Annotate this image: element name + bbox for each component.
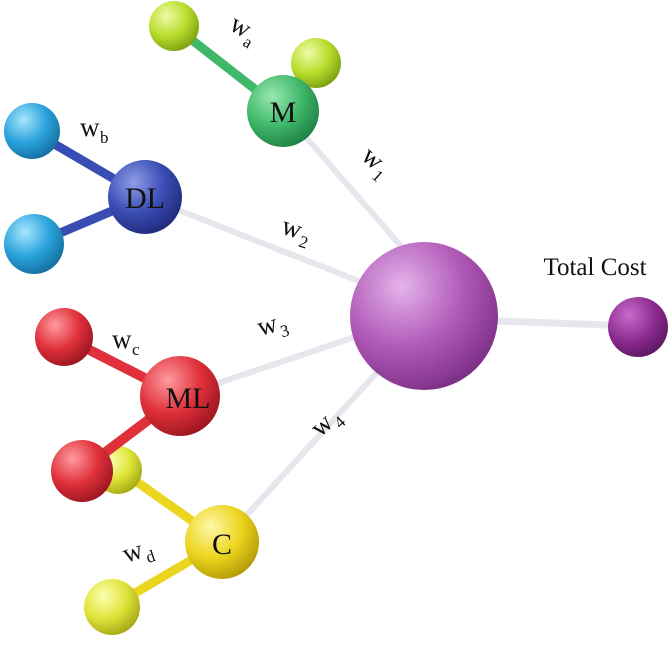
ml-atom	[140, 356, 220, 436]
m-label: M	[270, 96, 297, 129]
edge-w3-sub: 3	[278, 321, 291, 342]
dl-label: DL	[125, 182, 165, 215]
edge-label-w1: w 1	[356, 140, 391, 186]
dl-atom	[108, 160, 182, 234]
weight-d-main: w	[119, 534, 147, 569]
m-leaf-atom-2	[291, 38, 341, 88]
weight-c-sub: c	[132, 340, 140, 359]
cluster-dl	[4, 103, 182, 274]
weight-b-sub: b	[100, 128, 109, 147]
ml-leaf-atom-1	[35, 308, 93, 366]
m-atom	[247, 75, 319, 147]
total-cost-atom	[608, 297, 668, 357]
center-atom	[350, 242, 498, 390]
dl-leaf-atom-1	[4, 103, 60, 159]
cluster-ml	[35, 308, 220, 502]
edge-label-w2: w 2	[278, 210, 310, 252]
c-atom	[185, 505, 259, 579]
weight-label-b: w b	[80, 112, 109, 147]
edge-w4-main: w	[304, 407, 339, 443]
c-label: C	[212, 528, 232, 561]
ml-leaf-atom-2	[51, 440, 113, 502]
weight-label-a: w a	[225, 8, 257, 52]
total-cost-label: Total Cost	[543, 254, 646, 281]
weight-c-main: w	[112, 324, 132, 354]
weight-b-main: w	[80, 112, 100, 142]
weight-label-d: w d	[119, 534, 158, 569]
ml-label: ML	[166, 382, 211, 415]
dl-leaf-atom-2	[4, 214, 64, 274]
m-leaf-atom-1	[149, 1, 199, 51]
weight-label-c: w c	[112, 324, 140, 359]
edge-label-w3: w 3	[254, 308, 292, 342]
cluster-m	[149, 1, 341, 147]
weight-d-sub: d	[144, 546, 158, 567]
c-leaf-atom-2	[84, 579, 140, 635]
edge-w3-main: w	[254, 308, 281, 342]
